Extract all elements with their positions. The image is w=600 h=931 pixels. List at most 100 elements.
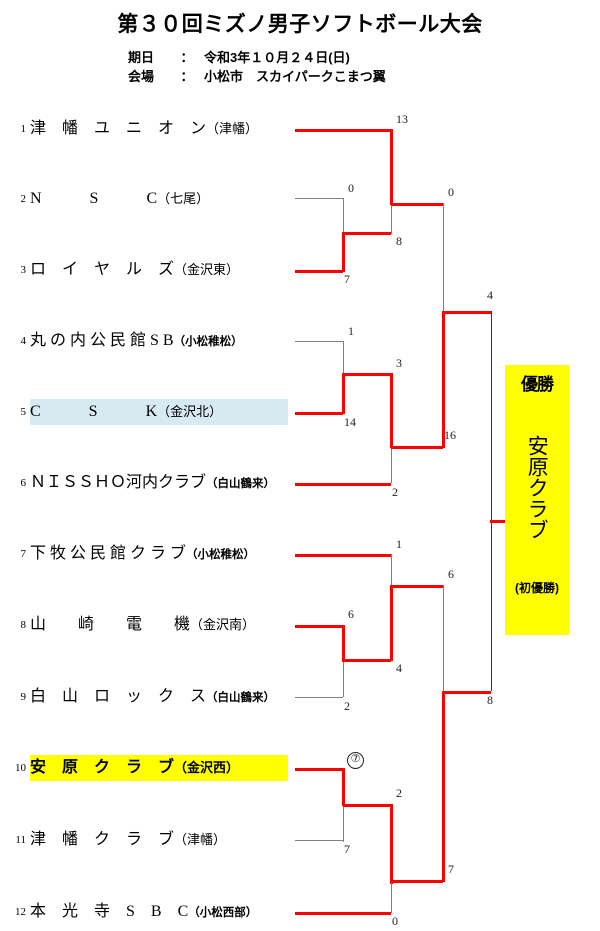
score-seed10: ⑦ [347, 752, 364, 769]
bracket-line-seed1 [295, 129, 391, 132]
team-name-text: N S C [30, 190, 158, 207]
bracket-connector-r1-top [343, 198, 344, 234]
event-date-row: 期日：令和3年１０月２４日(日) [128, 47, 350, 66]
bracket-line-seed12 [295, 912, 391, 915]
team-seed: 9 [20, 691, 27, 703]
bracket-connector-r3-lower-lose [443, 585, 444, 693]
bracket-connector-final [491, 311, 492, 691]
team-name: 丸 の 内 公 民 館 S B（小松稚松） [30, 328, 288, 354]
team-seed: 1 [20, 123, 27, 135]
score-seed7: 1 [396, 537, 402, 551]
team-name-text: 丸 の 内 公 民 館 S B [30, 332, 174, 349]
bracket-connector-r2-mid-lose [391, 446, 392, 483]
score-seed1: 13 [396, 112, 408, 126]
team-seed: 5 [20, 406, 27, 418]
team-name: 白 山 ロ ッ ク ス（白山鶴来） [30, 684, 288, 710]
team-name: ＮＩＳＳＨＯ河内クラブ（白山鶴来） [30, 470, 288, 496]
score-r2-yasuhara: 2 [396, 786, 402, 800]
bracket-connector-r1-mid-win [342, 373, 345, 414]
bracket-connector-r3-lower-win [442, 691, 445, 882]
score-seed4: 1 [348, 324, 354, 338]
bracket-connector-r1-bot-win [342, 768, 345, 806]
bracket-line-r3-upper-advance [443, 311, 491, 314]
bracket-line-r1-top-advance [343, 232, 391, 235]
team-seed: 10 [15, 762, 26, 774]
event-venue-label: 会場 [128, 69, 155, 84]
bracket-connector-r2-low-lose [391, 554, 392, 587]
bracket-connector-r2-top-win [390, 129, 393, 205]
team-row: 7 下 牧 公 民 館 ク ラ ブ（小松稚松） [0, 541, 300, 567]
score-seed11: 7 [344, 842, 350, 856]
score-r3-yasuhara: 7 [448, 862, 454, 876]
bracket-line-seed4 [295, 341, 343, 342]
team-name-text: 津 幡 ユ ニ オ ン [30, 120, 207, 137]
team-name-text: ＮＩＳＳＨＯ河内クラブ [30, 474, 207, 491]
bracket-line-r1-bot-advance [343, 804, 391, 807]
bracket-connector-r1-top-win [342, 232, 345, 272]
score-r3-csk: 16 [444, 428, 456, 442]
score-semifinal-upper: 4 [487, 288, 493, 302]
team-region: （金沢北） [157, 404, 223, 419]
team-row: 5 C S K（金沢北） [0, 399, 300, 425]
score-seed3: 7 [344, 272, 350, 286]
team-name: N S C（七尾） [30, 186, 288, 212]
team-name-text: 安 原 ク ラ ブ [30, 759, 175, 776]
team-seed: 3 [20, 264, 27, 276]
team-region: （金沢東） [174, 262, 240, 277]
bracket-line-seed9 [295, 697, 343, 698]
team-seed: 8 [20, 619, 27, 631]
team-region: （津幡） [206, 121, 259, 136]
event-date-value: 令和3年１０月２４日(日) [204, 50, 350, 65]
score-seed9: 2 [344, 699, 350, 713]
team-region: （金沢西） [174, 760, 240, 775]
event-venue-colon: ： [180, 69, 194, 84]
team-name: 本 光 寺 S B C（小松西部） [30, 899, 288, 925]
score-r3-yamazaki: 6 [448, 567, 454, 581]
bracket-connector-r2-mid-win [390, 373, 393, 448]
score-seed5: 14 [344, 415, 356, 429]
bracket-line-r3-lower-advance [443, 691, 491, 694]
team-name-text: 山 崎 電 機 [30, 616, 191, 633]
team-name-text: 津 幡 ク ラ ブ [30, 831, 175, 848]
team-region: （七尾） [157, 191, 210, 206]
page-title: 第３０回ミズノ男子ソフトボール大会 [117, 12, 483, 36]
bracket-line-r2-mid-advance [391, 446, 443, 449]
bracket-connector-r3-upper-lose [443, 203, 444, 313]
team-seed: 6 [20, 477, 27, 489]
team-row: 8 山 崎 電 機（金沢南） [0, 612, 300, 638]
score-seed12: 0 [392, 914, 398, 928]
team-seed: 7 [20, 548, 27, 560]
bracket-connector-r1-bot-lose [343, 804, 344, 842]
bracket-connector-r2-top-lose [391, 203, 392, 234]
team-name-text: 白 山 ロ ッ ク ス [30, 688, 207, 705]
bracket-line-seed10 [295, 768, 343, 771]
bracket-connector-r1-low-lose [343, 659, 344, 697]
team-name: 山 崎 電 機（金沢南） [30, 612, 288, 638]
event-date-colon: ： [180, 50, 194, 65]
team-row: 11 津 幡 ク ラ ブ（津幡） [0, 827, 300, 853]
team-region: （小松西部） [188, 907, 258, 919]
team-name: 下 牧 公 民 館 ク ラ ブ（小松稚松） [30, 541, 288, 567]
team-seed: 2 [20, 193, 27, 205]
score-seed8: 6 [348, 607, 354, 621]
champion-team-name: 安原クラブ [525, 434, 550, 540]
team-name-text: ロ イ ヤ ル ズ [30, 261, 175, 278]
team-row: 6 ＮＩＳＳＨＯ河内クラブ（白山鶴来） [0, 470, 300, 496]
event-venue-value: 小松市 スカイパークこまつ翼 [204, 69, 386, 84]
bracket-line-seed8 [295, 625, 343, 628]
bracket-line-r1-mid-advance [343, 373, 391, 376]
team-row: 3 ロ イ ヤ ル ズ（金沢東） [0, 257, 300, 283]
event-venue-row: 会場 ： 小松市 スカイパークこまつ翼 [128, 66, 386, 85]
score-semifinal-lower: 8 [487, 693, 493, 707]
score-r2-upper: 8 [396, 234, 402, 248]
team-name-text: 本 光 寺 S B C [30, 903, 189, 920]
bracket-line-r2-bot-advance [391, 880, 443, 883]
team-name: C S K（金沢北） [30, 399, 288, 425]
team-region: （白山鶴来） [206, 478, 276, 490]
team-name: ロ イ ヤ ル ズ（金沢東） [30, 257, 288, 283]
bracket-line-seed3 [295, 270, 343, 273]
team-name-text: C S K [30, 403, 158, 420]
team-name: 安 原 ク ラ ブ（金沢西） [30, 755, 288, 781]
score-seed6: 2 [392, 485, 398, 499]
bracket-line-r2-low-advance [391, 585, 443, 588]
